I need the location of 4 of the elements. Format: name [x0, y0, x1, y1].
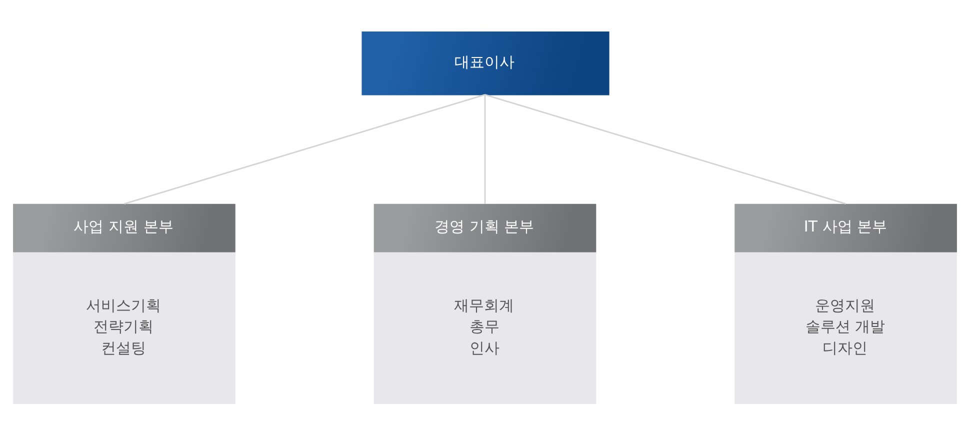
connector	[124, 94, 486, 205]
connector	[484, 94, 846, 205]
node-box: 대표이사	[362, 32, 610, 96]
connector	[484, 94, 486, 204]
